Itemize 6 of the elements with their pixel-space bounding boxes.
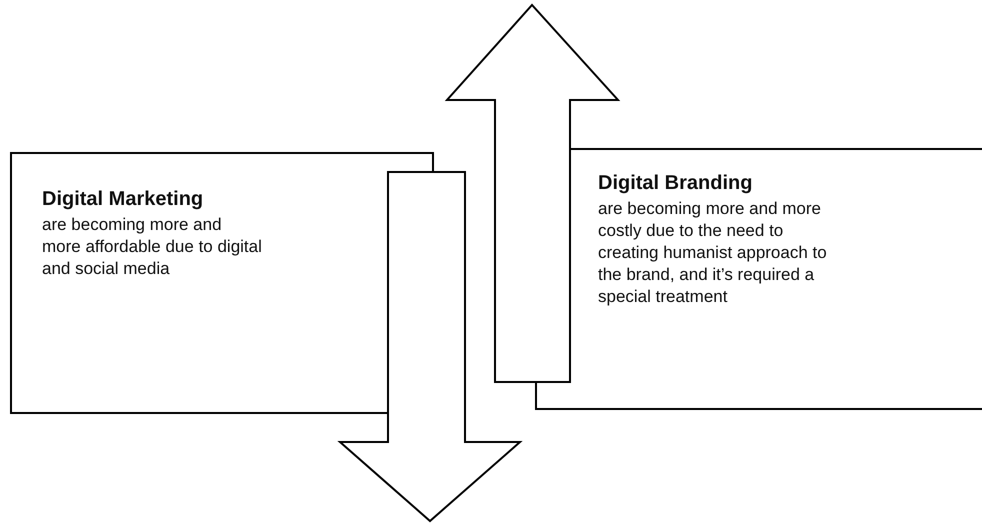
block-arrow (337, 171, 523, 522)
heading: Digital Branding (598, 172, 754, 195)
description: are becoming more and more costly due to the need to creating humanist approach to the brand, and it’s required a special treatment (598, 198, 828, 308)
heading: Digital Marketing (42, 188, 204, 211)
description: are becoming more and more affordable due to digital and social media (42, 214, 263, 280)
block-arrow (444, 4, 620, 383)
